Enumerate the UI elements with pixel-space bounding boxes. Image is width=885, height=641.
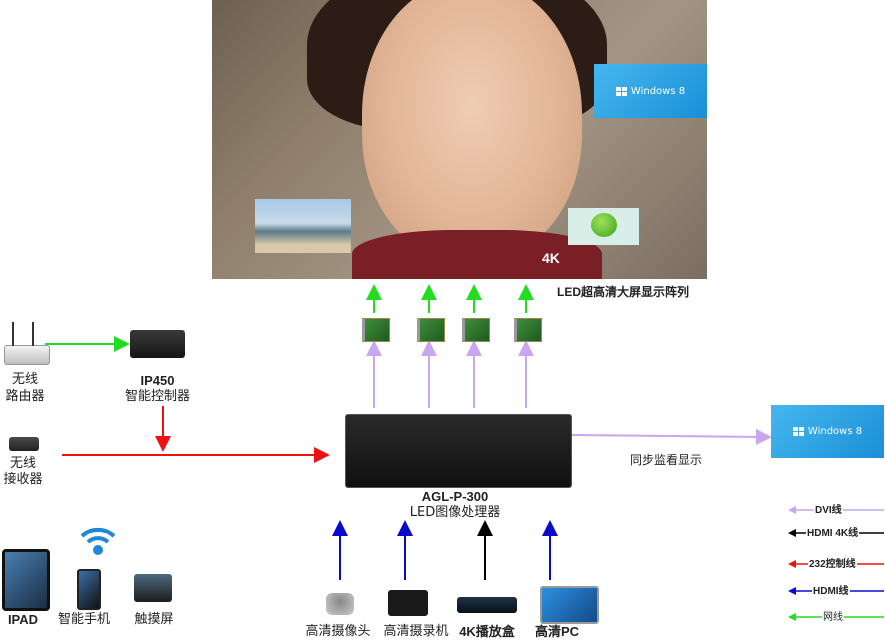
router-antenna-icon	[32, 322, 34, 346]
4k-player-box-icon	[457, 597, 517, 613]
sending-card-1	[362, 318, 390, 342]
beach-thumbnail	[255, 199, 351, 253]
legend-dvi: DVI线	[814, 503, 843, 519]
windows-logo-icon	[792, 427, 804, 436]
windows8-tile: Windows 8	[594, 64, 707, 118]
windows-logo-icon	[615, 86, 627, 96]
client-label-phone: 智能手机	[57, 612, 110, 627]
router-antenna-icon	[12, 322, 14, 346]
legend-232: 232控制线	[808, 557, 857, 573]
processor-model: AGL-P-300	[421, 489, 489, 504]
client-label-ipad: IPAD	[7, 612, 39, 627]
source-label-camcorder: 高清摄录机	[383, 624, 449, 639]
legend-hdmi4k: HDMI 4K线	[806, 526, 860, 542]
client-label-touchscreen: 触摸屏	[134, 612, 174, 627]
windows-tile-label: Windows 8	[630, 85, 686, 97]
led-image-processor-icon	[345, 414, 572, 488]
source-label-camera: 高清摄像头	[305, 624, 371, 639]
receiver-label-1: 无线	[9, 456, 36, 471]
4k-badge: 4K	[542, 250, 560, 266]
hd-camera-icon	[326, 593, 354, 615]
portrait-dress	[352, 230, 602, 279]
legend-network: 网线	[822, 610, 844, 626]
ipad-icon	[2, 549, 50, 611]
ip450-controller-icon	[130, 330, 185, 358]
touchscreen-icon	[134, 574, 172, 602]
controller-name: 智能控制器	[124, 389, 190, 404]
portrait-face	[362, 0, 582, 260]
legend-hdmi: HDMI线	[812, 584, 850, 600]
wifi-icon	[78, 520, 118, 560]
source-label-4k-box: 4K播放盒	[459, 624, 515, 639]
sending-card-2	[417, 318, 445, 342]
router-label-1: 无线	[11, 372, 38, 387]
screen-caption: LED超高清大屏显示阵列	[557, 285, 690, 299]
monitor-windows8-tile: Windows 8	[771, 405, 884, 458]
receiver-label-2: 接收器	[3, 472, 43, 487]
controller-model: IP450	[140, 373, 175, 388]
router-label-2: 路由器	[5, 389, 45, 404]
hd-pc-icon	[540, 586, 599, 624]
processor-name: LED图像处理器	[409, 505, 501, 520]
monitor-windows-label: Windows 8	[807, 426, 863, 437]
monitor-caption: 同步监看显示	[630, 453, 703, 467]
smartphone-icon	[77, 569, 101, 610]
hd-camcorder-icon	[388, 590, 428, 616]
sending-card-4	[514, 318, 542, 342]
wireless-router-icon	[4, 345, 50, 365]
apple-thumbnail	[568, 208, 639, 245]
wireless-receiver-icon	[9, 437, 39, 451]
source-label-pc: 高清PC	[534, 624, 580, 639]
sending-card-3	[462, 318, 490, 342]
led-screen-image: Windows 8 4K	[212, 0, 707, 279]
